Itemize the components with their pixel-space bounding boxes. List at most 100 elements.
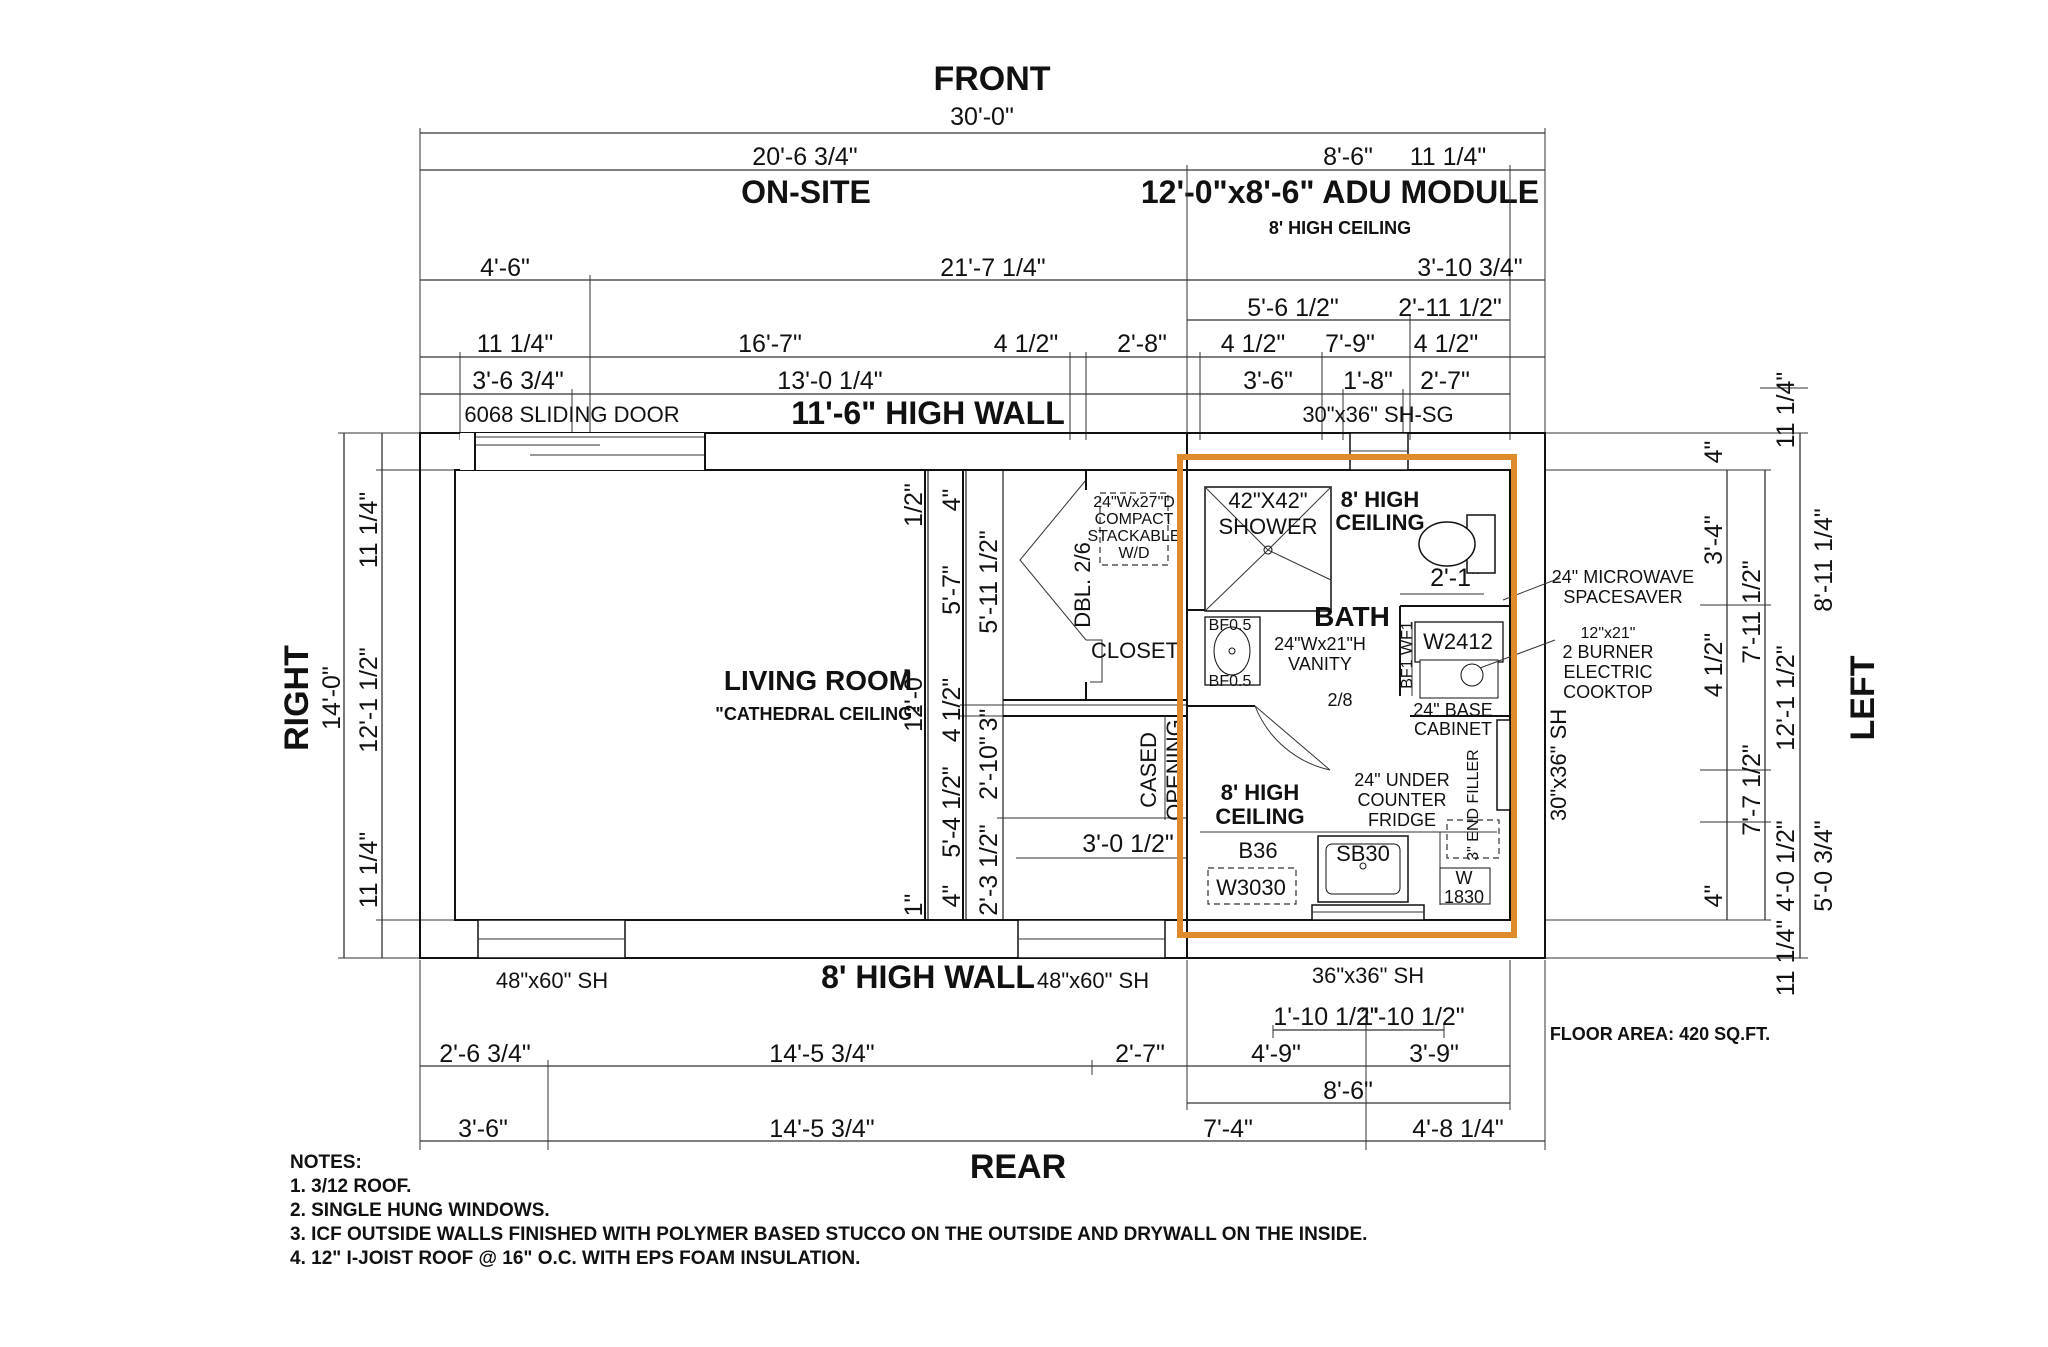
dim-top-b1: 4'-6" [480,254,530,282]
dim-int-b4: 5'-4 1/2" [938,766,966,857]
w1830-label-2: 1830 [1444,887,1484,907]
shower-label: SHOWER [1219,514,1318,539]
window-rear-3-label: 36"x36" SH [1312,963,1424,988]
on-site-label: ON-SITE [741,174,871,210]
dim-left-a2: 12'-1 1/2" [355,647,383,752]
w2412-label: W2412 [1423,629,1493,654]
rear-title: REAR [970,1148,1066,1186]
dim-right-b1: 4" [1700,441,1728,464]
dim-top-a1: 20'-6 3/4" [752,143,857,171]
wd-label-3: STACKABLE [1087,528,1180,545]
bf-top-label: BF0.5 [1209,617,1252,634]
kitchen-ceiling-1: 8' HIGH [1221,780,1300,805]
dim-top-e1: 3'-6 3/4" [472,367,563,395]
dim-top-a2: 8'-6" [1323,143,1373,171]
note-1: 1. 3/12 ROOF. [290,1176,411,1197]
dim-top-d1: 11 1/4" [477,330,554,358]
dim-bot-c1: 8'-6" [1323,1077,1373,1105]
living-room-sub: "CATHEDRAL CEILING" [715,704,920,724]
dim-top-d6: 7'-9" [1325,330,1375,358]
cooktop-label-2: 2 BURNER [1562,642,1653,662]
wd-label-1: 24"Wx27"D [1093,494,1175,511]
wd-label-4: W/D [1118,545,1149,562]
dim-top-b3: 3'-10 3/4" [1417,254,1522,282]
top-dimension-lines [419,128,1546,440]
dim-top-d4: 2'-8" [1117,330,1167,358]
base-cabinet-label-1: 24" BASE [1413,700,1492,720]
vanity-label: VANITY [1288,654,1352,674]
bath-door-label: 2/8 [1327,690,1352,710]
high-wall-bottom-label: 8' HIGH WALL [821,959,1035,995]
dim-int-a1: 1/2" [900,483,928,527]
sliding-door [460,433,706,470]
bath-ceiling-1: 8' HIGH [1341,487,1420,512]
cooktop-label-3: ELECTRIC [1563,662,1652,682]
dim-bot-b4: 4'-9" [1251,1040,1301,1068]
dim-bot-d3: 7'-4" [1203,1115,1253,1143]
dim-int-c4: 2'-3 1/2" [975,824,1003,915]
note-2: 2. SINGLE HUNG WINDOWS. [290,1200,550,1221]
dim-bot-b2: 14'-5 3/4" [769,1040,874,1068]
dim-right-b4: 4" [1700,885,1728,908]
dim-top-e3: 3'-6" [1243,367,1293,395]
dim-bot-a2: 1'-10 1/2" [1359,1003,1464,1031]
dim-bot-d1: 3'-6" [458,1115,508,1143]
fridge-label-1: 24" UNDER [1354,770,1449,790]
dim-right-total3: 5'-0 3/4" [1810,820,1838,911]
cased-label-1: CASED [1136,732,1161,808]
dim-int-b1: 4" [938,489,966,512]
dim-right-bot: 11 1/4" [1772,920,1800,997]
dim-int-b2: 5'-7" [938,565,966,615]
window-rear-1 [477,919,626,959]
window-front [1349,432,1409,471]
note-3: 3. ICF OUTSIDE WALLS FINISHED WITH POLYM… [290,1224,1367,1245]
dim-top-d7: 4 1/2" [1414,330,1478,358]
cooktop-label-1: 12"x21" [1581,625,1636,642]
fridge-label-3: FRIDGE [1368,810,1436,830]
end-filler-label: 3" END FILLER [1465,749,1482,861]
window-rear-3 [1311,904,1425,921]
base-cabinet-label-2: CABINET [1414,719,1492,739]
window-rear-1-label: 48"x60" SH [496,968,608,993]
microwave-label-2: SPACESAVER [1563,587,1682,607]
dim-top-a3: 11 1/4" [1410,143,1487,171]
note-4: 4. 12" I-JOIST ROOF @ 16" O.C. WITH EPS … [290,1248,860,1269]
dim-top-e5: 2'-7" [1420,367,1470,395]
sb30-label: SB30 [1336,841,1390,866]
bath-ceiling-2: CEILING [1335,510,1424,535]
dim-right-b3: 4 1/2" [1700,633,1728,697]
b36-label: B36 [1238,838,1277,863]
bf-bot-label: BF0.5 [1209,673,1252,690]
dim-top-d2: 16'-7" [738,330,802,358]
left-dimension-lines [338,432,455,959]
dim-left-a3: 11 1/4" [355,832,383,909]
dim-top-c1: 5'-6 1/2" [1247,294,1338,322]
floor-area-label: FLOOR AREA: 420 SQ.FT. [1550,1024,1770,1044]
w1830-label-1: W [1456,868,1473,888]
dim-int-b3: 4 1/2" [938,678,966,742]
dim-int-c2: 2'-10" [975,736,1003,800]
left-title: LEFT [1844,655,1882,740]
dim-bot-b5: 3'-9" [1409,1040,1459,1068]
dim-right-b2: 3'-4" [1700,515,1728,565]
notes-block: NOTES: 1. 3/12 ROOF. 2. SINGLE HUNG WIND… [290,1152,1367,1269]
module-ceiling-label: 8' HIGH CEILING [1269,218,1411,238]
shower-size-label: 42"X42" [1228,488,1307,513]
window-left [1496,719,1511,811]
bath-label: BATH [1314,601,1390,632]
dim-right-top: 11 1/4" [1772,372,1800,449]
dim-int-d1: 3'-0 1/2" [1082,830,1173,858]
dim-int-a2: 12'-0" [900,668,928,732]
right-title: RIGHT [278,645,316,751]
kitchen-ceiling-2: CEILING [1215,804,1304,829]
adu-module-label: 12'-0"x8'-6" ADU MODULE [1141,174,1539,210]
window-front-label: 30"x36" SH-SG [1302,402,1453,427]
w3030-label: W3030 [1216,875,1286,900]
dim-bot-d4: 4'-8 1/4" [1412,1115,1503,1143]
dim-top-e4: 1'-8" [1343,367,1393,395]
closet-walls [1003,470,1187,717]
dim-int-c1: 5'-11 1/2" [975,530,1003,634]
dbl-door-label: DBL. 2/6 [1070,542,1095,628]
fridge-label-2: COUNTER [1358,790,1447,810]
